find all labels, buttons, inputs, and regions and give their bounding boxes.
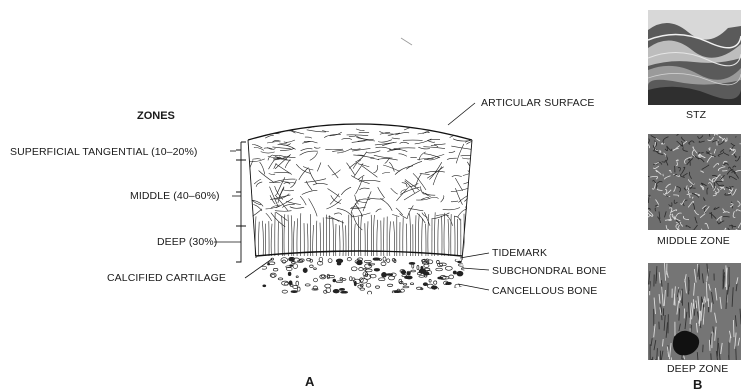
leader-subchondral bbox=[462, 268, 489, 270]
label-tidemark: TIDEMARK bbox=[492, 248, 547, 259]
leader-articular bbox=[448, 103, 475, 125]
label-middle-zone: MIDDLE (40–60%) bbox=[130, 191, 220, 202]
label-calcified-cartilage: CALCIFIED CARTILAGE bbox=[107, 273, 226, 284]
panel-label-a: A bbox=[305, 375, 314, 388]
label-deep-zone: DEEP (30%) bbox=[157, 237, 217, 248]
label-subchondral-bone: SUBCHONDRAL BONE bbox=[492, 266, 606, 277]
leader-calcified bbox=[245, 259, 272, 278]
micrograph-deep-zone bbox=[648, 263, 741, 360]
panel-label-b: B bbox=[693, 378, 702, 391]
micrograph-middle-zone bbox=[648, 134, 741, 230]
label-articular-surface: ARTICULAR SURFACE bbox=[481, 98, 595, 109]
zone-bracket bbox=[236, 142, 246, 262]
caption-middle-zone: MIDDLE ZONE bbox=[657, 236, 730, 247]
caption-deep-zone: DEEP ZONE bbox=[667, 364, 728, 375]
leader-tidemark bbox=[460, 253, 489, 258]
leader-cancellous bbox=[458, 284, 489, 290]
tidemark-line bbox=[256, 251, 462, 256]
collagen-fibres bbox=[248, 125, 490, 257]
caption-stz: STZ bbox=[686, 110, 706, 121]
cartilage-right-edge bbox=[462, 140, 472, 260]
bone-texture bbox=[261, 257, 468, 295]
cartilage-left-edge bbox=[248, 140, 256, 258]
micrograph-stz bbox=[648, 10, 741, 105]
zones-heading: ZONES bbox=[137, 111, 175, 122]
label-superficial-tangential: SUPERFICIAL TANGENTIAL (10–20%) bbox=[10, 147, 198, 158]
label-cancellous-bone: CANCELLOUS BONE bbox=[492, 286, 597, 297]
